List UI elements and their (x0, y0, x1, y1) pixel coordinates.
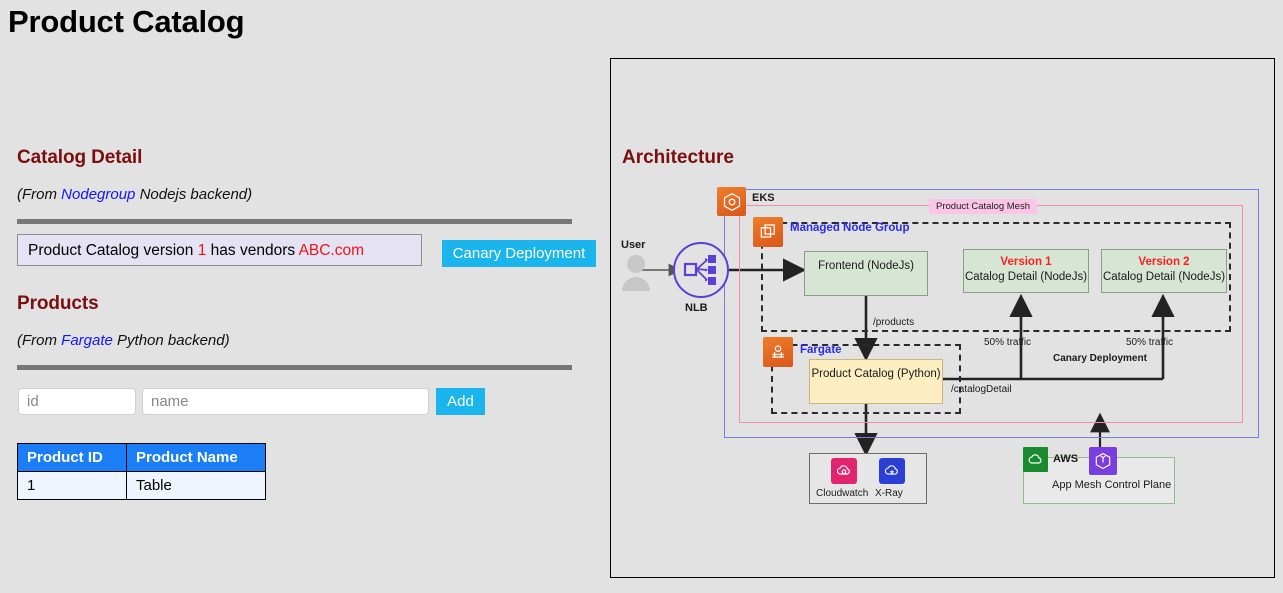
aws-label: AWS (1053, 453, 1079, 465)
version1-title: Version 1 (1000, 256, 1052, 268)
architecture-panel: Architecture (610, 58, 1275, 578)
catalog-detail-divider (17, 219, 572, 224)
managed-node-group-icon (753, 217, 783, 247)
products-source-suffix: Python backend) (112, 332, 230, 349)
product-catalog-box: Product Catalog (Python) (809, 359, 943, 404)
fargate-boundary (771, 344, 961, 414)
observability-box (809, 453, 927, 504)
version2-box-label: Catalog Detail (NodeJs) (1102, 271, 1226, 283)
app-mesh-icon (1089, 447, 1117, 475)
user-icon (622, 255, 650, 291)
cell-product-name: Table (126, 471, 266, 500)
managed-node-group-boundary (761, 222, 1231, 332)
cloudwatch-icon (831, 458, 857, 484)
eks-label: EKS (752, 192, 775, 204)
product-catalog-box-label: Product Catalog (Python) (811, 368, 941, 380)
catalog-detail-route-label: /catalogDetail (951, 384, 1012, 395)
version2-title: Version 2 (1138, 256, 1190, 268)
fargate-icon (763, 337, 793, 367)
products-source-prefix: (From (17, 332, 62, 349)
frontend-box: Frontend (NodeJs) (804, 251, 928, 296)
canary-deployment-button[interactable]: Canary Deployment (442, 240, 596, 267)
products-route-label: /products (873, 317, 915, 328)
page-title: Product Catalog (8, 4, 245, 39)
version1-box: Version 1 Catalog Detail (NodeJs) (963, 249, 1089, 293)
canary-deployment-label: Canary Deployment (1053, 353, 1147, 364)
table-row: 1 Table (17, 471, 266, 500)
message-vendor: ABC.com (298, 242, 365, 259)
catalog-detail-message: Product Catalog version 1 has vendors AB… (17, 234, 422, 266)
xray-label: X-Ray (875, 488, 903, 499)
architecture-diagram: Product Catalog Mesh EKS Managed Node Gr… (611, 59, 1274, 577)
version1-box-label: Catalog Detail (NodeJs) (964, 271, 1088, 283)
eks-icon (717, 187, 746, 216)
cloudwatch-label: Cloudwatch (816, 488, 869, 499)
nodegroup-link[interactable]: Nodegroup (61, 186, 136, 203)
add-product-button[interactable]: Add (436, 388, 485, 415)
fargate-label: Fargate (800, 344, 842, 356)
products-source-note: (From Fargate Python backend) (17, 332, 230, 349)
message-mid: has vendors (206, 242, 299, 259)
product-name-input[interactable] (142, 388, 429, 415)
user-label: User (621, 239, 646, 251)
nlb-label: NLB (685, 302, 708, 314)
cell-product-id: 1 (17, 471, 127, 500)
message-version: 1 (197, 242, 207, 259)
catalog-source-suffix: Nodejs backend) (135, 186, 253, 203)
catalog-detail-source-note: (From Nodegroup Nodejs backend) (17, 186, 252, 203)
architecture-heading: Architecture (622, 147, 734, 168)
products-divider (17, 365, 572, 370)
fargate-link[interactable]: Fargate (61, 332, 113, 349)
traffic-label-right: 50% traffic (1126, 337, 1174, 348)
column-header-product-id: Product ID (17, 443, 127, 472)
aws-cloud-icon (1023, 447, 1048, 472)
managed-node-group-label: Managed Node Group (790, 222, 910, 234)
nlb-icon (673, 242, 729, 298)
catalog-detail-heading: Catalog Detail (17, 147, 143, 168)
products-heading: Products (17, 293, 99, 314)
products-table: Product ID Product Name 1 Table (17, 443, 266, 500)
eks-boundary (724, 189, 1259, 438)
message-prefix: Product Catalog version (28, 242, 198, 259)
traffic-label-left: 50% traffic (984, 337, 1032, 348)
mesh-label: Product Catalog Mesh (929, 199, 1037, 214)
frontend-box-label: Frontend (NodeJs) (818, 260, 914, 272)
xray-icon (879, 458, 905, 484)
table-header-row: Product ID Product Name (17, 443, 266, 472)
column-header-product-name: Product Name (126, 443, 266, 472)
product-id-input[interactable] (18, 388, 136, 415)
version2-box: Version 2 Catalog Detail (NodeJs) (1101, 249, 1227, 293)
catalog-source-prefix: (From (17, 186, 62, 203)
app-mesh-control-plane-label: App Mesh Control Plane (1052, 479, 1172, 491)
